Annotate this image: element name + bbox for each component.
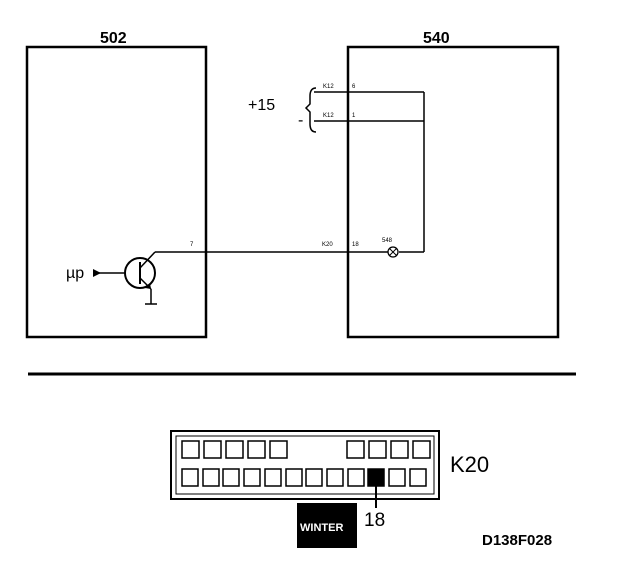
unit-540-box bbox=[346, 45, 560, 339]
connector-pin bbox=[243, 468, 261, 487]
connector-pin bbox=[247, 440, 266, 459]
connector-k20 bbox=[170, 430, 440, 500]
connector-k20-label: K20 bbox=[450, 452, 489, 477]
connector-pin bbox=[203, 440, 222, 459]
lamp-548-label: 548 bbox=[382, 238, 393, 244]
connector-pin bbox=[305, 468, 323, 487]
transistor-input-label: µp bbox=[66, 265, 84, 282]
connector-k20-pins-top bbox=[181, 440, 431, 459]
connector-pin bbox=[202, 468, 220, 487]
supply-dash: - bbox=[298, 112, 303, 129]
figure-code: D138F028 bbox=[482, 532, 552, 549]
connector-pin bbox=[412, 440, 431, 459]
wire-k20-code: K20 bbox=[322, 242, 333, 248]
wire-k12-pin6-code: K12 bbox=[323, 84, 334, 90]
connector-pin bbox=[388, 468, 406, 487]
wire-k12-pin1-number: 1 bbox=[352, 113, 356, 119]
connector-pin bbox=[368, 440, 387, 459]
wire-k20-pin-number: 18 bbox=[352, 242, 359, 248]
unit-502-box bbox=[25, 45, 208, 339]
lamp-548-cross-b bbox=[389, 248, 397, 256]
connector-pin bbox=[390, 440, 409, 459]
transistor-icon bbox=[93, 251, 157, 305]
connector-pin bbox=[264, 468, 282, 487]
connector-pin bbox=[326, 468, 344, 487]
connector-pin bbox=[181, 468, 199, 487]
connector-pin bbox=[269, 440, 288, 459]
unit-502-label: 502 bbox=[100, 30, 127, 47]
connector-pin bbox=[285, 468, 303, 487]
winter-badge bbox=[297, 503, 357, 548]
connector-pin bbox=[181, 440, 200, 459]
supply-label: +15 bbox=[248, 97, 275, 114]
connector-pin bbox=[347, 468, 365, 487]
connector-pin bbox=[222, 468, 240, 487]
connector-pin bbox=[409, 468, 427, 487]
connector-pin bbox=[346, 440, 365, 459]
transistor-pin-number: 7 bbox=[190, 242, 194, 248]
supply-bracket bbox=[304, 87, 317, 133]
pin-18-label: 18 bbox=[364, 510, 385, 531]
connector-pin bbox=[225, 440, 244, 459]
winter-badge-label: WINTER bbox=[300, 522, 343, 534]
connector-pin-18-highlighted bbox=[367, 468, 385, 487]
connector-k20-pins-bottom bbox=[181, 468, 427, 487]
unit-540-label: 540 bbox=[423, 30, 450, 47]
wire-k12-pin1-code: K12 bbox=[323, 113, 334, 119]
wire-k12-pin6-number: 6 bbox=[352, 84, 356, 90]
